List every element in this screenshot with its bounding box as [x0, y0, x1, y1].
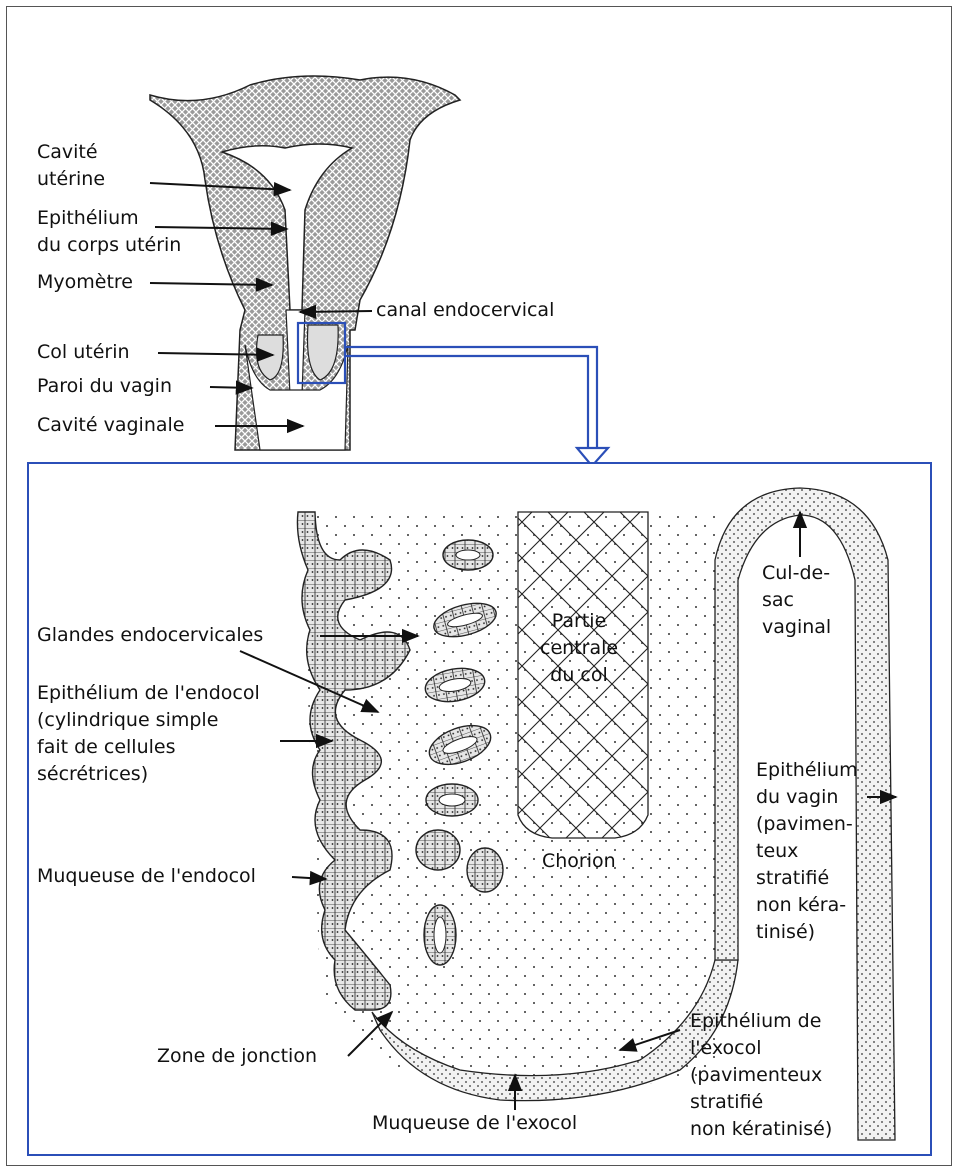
label-zone-jonction: Zone de jonction: [157, 1043, 317, 1070]
label-paroi-vagin: Paroi du vagin: [37, 373, 172, 400]
label-cul-de-sac: Cul-de-sac vaginal: [762, 560, 831, 641]
label-canal-endocervical: canal endocervical: [376, 297, 554, 324]
label-col-uterin: Col utérin: [37, 339, 130, 366]
label-myometre: Myomètre: [37, 269, 133, 296]
label-cavite-vaginale: Cavité vaginale: [37, 412, 185, 439]
zoom-connector: [345, 347, 597, 448]
uterus-drawing: [150, 76, 460, 450]
label-epithelium-endocol: Epithélium de l'endocol(cylindrique simp…: [37, 680, 260, 788]
label-muqueuse-endocol: Muqueuse de l'endocol: [37, 863, 256, 890]
label-glandes: Glandes endocervicales: [37, 622, 263, 649]
label-muqueuse-exocol: Muqueuse de l'exocol: [372, 1110, 577, 1137]
label-chorion: Chorion: [542, 848, 616, 875]
